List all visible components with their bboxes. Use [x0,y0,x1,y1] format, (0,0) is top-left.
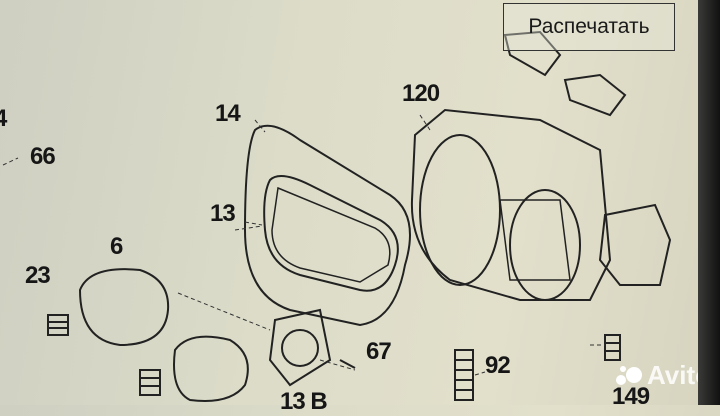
part-92-spring [454,349,474,401]
cover-plate-1 [503,30,562,77]
part-label-13b: 13 B [280,388,328,415]
part-label-6: 6 [110,233,123,260]
avito-logo-icon [616,365,642,385]
part-23-spring [47,314,69,336]
part-label-14: 14 [215,100,241,127]
part-label-120: 120 [402,80,440,107]
part-label-23: 23 [25,262,51,289]
part-149-spring [604,334,621,361]
print-button[interactable]: Распечатать [503,3,675,51]
part-13-seal [263,175,399,292]
part-120-housing [410,108,612,301]
part-label-67: 67 [366,338,392,365]
part-67-screw [339,359,356,369]
part-label-92: 92 [485,352,511,379]
exploded-parts-diagram [2,30,672,402]
part-14-gasket-outer [243,124,411,327]
part-label-66: 66 [30,143,56,170]
cylinder-block-2 [173,335,249,402]
monitor-bezel [698,0,720,405]
side-block [598,203,672,286]
part-13-seal-inner [271,186,391,283]
valve-plate [268,308,332,387]
avito-watermark: Avito [615,360,711,391]
part-label-4: 4 [0,105,7,133]
cover-plate-2 [563,73,627,117]
part-6-cylinder-block [78,268,170,347]
housing-bore [419,134,501,286]
part-label-13: 13 [210,200,236,227]
